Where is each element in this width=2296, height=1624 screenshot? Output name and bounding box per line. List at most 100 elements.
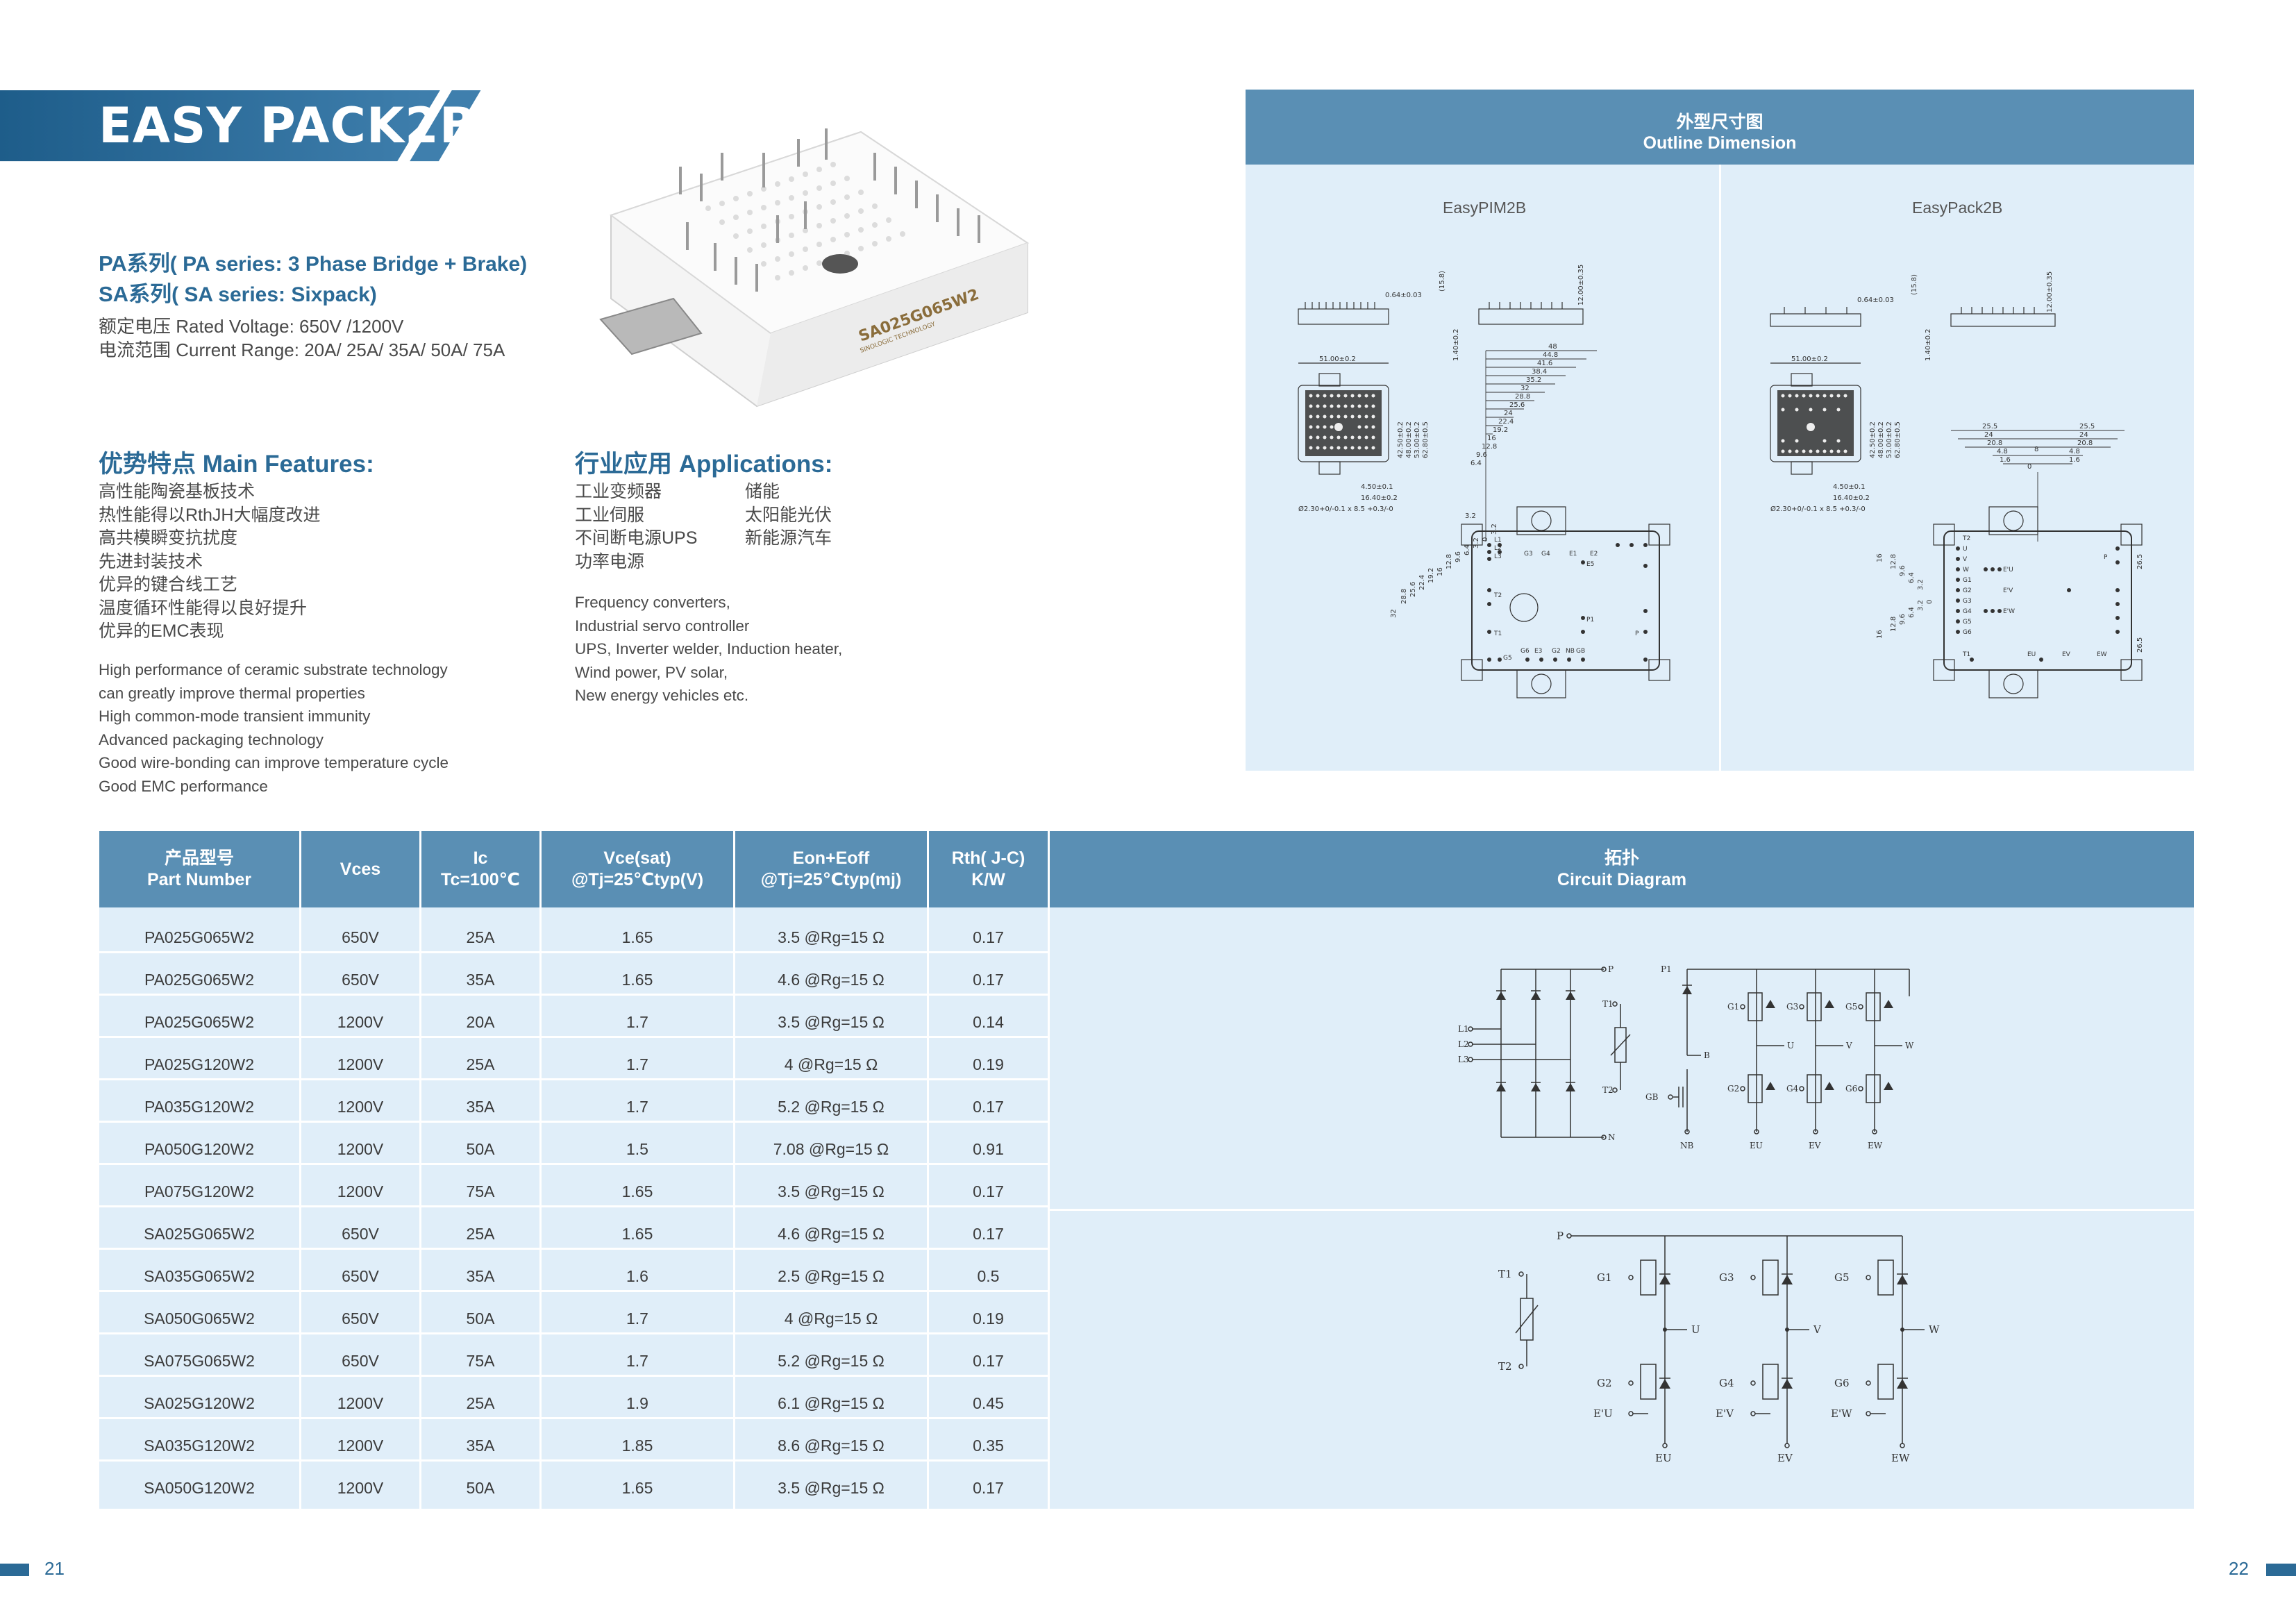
pin-label: T2 [1962, 535, 1970, 542]
pin-label: U [1963, 546, 1968, 553]
cell-vcesat: 1.7 [626, 1013, 648, 1031]
dim-label: 3.2 [1917, 600, 1925, 611]
applications-en-list: Frequency converters, Industrial servo c… [575, 591, 842, 708]
cell-rth: 0.5 [977, 1267, 1000, 1285]
dim-label: 41.6 [1537, 360, 1552, 367]
circuit-diagram-sa: P T1 T2 G1 G2 G3 G4 G5 G6 U V W E'U E'V … [1498, 1230, 1940, 1464]
application-cn: 工业伺服 [575, 505, 645, 525]
circuit-label: EU [1750, 1141, 1763, 1150]
pin-label: L1 [1494, 537, 1502, 544]
title-banner [0, 90, 481, 162]
cell-ic: 25A [466, 1225, 495, 1243]
circuit-diagram-pa: P P1 N L1 L2 L3 T1 T2 B GB NB G1 G2 G3 G… [1458, 964, 1914, 1150]
dim-label: 4.8 [2069, 448, 2080, 455]
table-divider [1048, 831, 1050, 1509]
application-cn: 功率电源 [575, 551, 645, 571]
dim-label: 9.6 [1476, 451, 1487, 459]
cell-eon-eoff: 2.5 @Rg=15 Ω [778, 1267, 885, 1285]
cell-vcesat: 1.7 [626, 1098, 648, 1116]
pin-label: G2 [1552, 648, 1561, 655]
dim-label: 16 [1436, 567, 1444, 576]
cell-part: SA075G065W2 [144, 1352, 255, 1370]
cell-eon-eoff: 4.6 @Rg=15 Ω [778, 971, 885, 989]
pin-label: G4 [1963, 608, 1972, 615]
dim-label: 42.50±0.2 [1869, 421, 1877, 458]
feature-cn: 温度循环性能得以良好提升 [99, 598, 308, 618]
pin-label: P [2104, 554, 2108, 561]
cell-ic: 50A [466, 1479, 495, 1497]
feature-en: can greatly improve thermal properties [99, 684, 365, 702]
row-divider [99, 1375, 1049, 1377]
easypim2b-drawing: 0.64±0.03 (15.8) 12.00±0.35 1.40±0.2 51.… [1298, 265, 1670, 698]
dim-label: 3.2 [1465, 512, 1476, 520]
dim-label: 9.6 [1455, 551, 1462, 562]
circuit-label: G6 [1845, 1084, 1857, 1094]
cell-ic: 25A [466, 1055, 495, 1073]
cell-eon-eoff: 8.6 @Rg=15 Ω [778, 1437, 885, 1455]
pin-label: G3 [1524, 551, 1533, 558]
application-cn: 工业变频器 [575, 482, 662, 501]
cell-rth: 0.17 [973, 1098, 1004, 1116]
pin-label: G6 [1963, 629, 1972, 636]
page-title: EASY PACK2B [99, 97, 478, 154]
dim-label: 9.6 [1899, 614, 1907, 625]
application-en: Wind power, PV solar, [575, 663, 728, 681]
dim-label: 3.2 [1491, 524, 1498, 535]
circuit-label: L3 [1458, 1055, 1469, 1064]
circuit-label: T1 [1602, 999, 1614, 1009]
col-header-cn: 拓扑 [1604, 848, 1639, 868]
cell-ic: 35A [466, 1098, 495, 1116]
circuit-label: T2 [1602, 1085, 1614, 1095]
pin-label: E5 [1586, 561, 1594, 568]
circuit-label: P1 [1661, 964, 1672, 974]
circuit-label: G5 [1834, 1271, 1850, 1284]
dim-label: (15.8) [1911, 274, 1918, 295]
cell-eon-eoff: 3.5 @Rg=15 Ω [778, 1013, 885, 1031]
dim-label: 0 [2027, 463, 2031, 471]
application-en: Industrial servo controller [575, 617, 750, 635]
cell-rth: 0.17 [973, 928, 1004, 946]
outline-title-en: Outline Dimension [1643, 133, 1797, 153]
pin-label: T1 [1962, 651, 1970, 658]
dim-label: 6.4 [1908, 572, 1916, 583]
features-title: 优势特点 Main Features: [99, 451, 374, 478]
cell-part: SA035G120W2 [144, 1437, 255, 1455]
dim-label: 0.64±0.03 [1857, 296, 1894, 304]
table-row: PA025G120W2 1200V 25A 1.7 4 @Rg=15 Ω 0.1… [99, 1044, 1049, 1086]
row-divider [99, 1121, 1049, 1123]
dim-label: 1.6 [2000, 456, 2011, 464]
pin-label: W [1963, 567, 1969, 574]
dim-label: 62.80±0.5 [1422, 421, 1430, 458]
dim-label: 24 [1504, 410, 1513, 417]
table-row: SA035G120W2 1200V 35A 1.85 8.6 @Rg=15 Ω … [99, 1425, 1049, 1467]
table-divider [539, 831, 542, 1509]
cell-part: PA025G065W2 [144, 971, 255, 989]
rated-voltage: 额定电压 Rated Voltage: 650V /1200V [99, 316, 404, 337]
cell-eon-eoff: 4 @Rg=15 Ω [784, 1055, 878, 1073]
cell-eon-eoff: 7.08 @Rg=15 Ω [773, 1140, 889, 1158]
pin-label: E3 [1534, 648, 1542, 655]
dim-label: 3.2 [1473, 537, 1480, 549]
circuit-label: G2 [1727, 1084, 1739, 1094]
table-divider [927, 831, 929, 1509]
current-range: 电流范围 Current Range: 20A/ 25A/ 35A/ 50A/ … [99, 340, 505, 360]
circuit-divider [1050, 1209, 2194, 1211]
dim-label: 12.00±0.35 [2046, 271, 2054, 312]
dim-label: 3.2 [1917, 579, 1925, 590]
cell-vcesat: 1.65 [621, 1225, 653, 1243]
dim-label: Ø2.30+0/-0.1 x 8.5 +0.3/-0 [1298, 505, 1393, 513]
cell-eon-eoff: 3.5 @Rg=15 Ω [778, 1182, 885, 1200]
dim-label: 6.4 [1464, 544, 1471, 555]
cell-ic: 35A [466, 1437, 495, 1455]
table-row: PA035G120W2 1200V 35A 1.7 5.2 @Rg=15 Ω 0… [99, 1086, 1049, 1128]
application-en: Frequency converters, [575, 594, 730, 611]
dim-label: 53.00±0.2 [1414, 421, 1421, 458]
row-divider [99, 1248, 1049, 1250]
cell-vces: 1200V [337, 1013, 384, 1031]
dim-label: 42.50±0.2 [1397, 421, 1405, 458]
dim-label: 1.6 [2069, 456, 2080, 464]
circuit-label: L2 [1458, 1039, 1469, 1049]
feature-en: Advanced packaging technology [99, 730, 324, 748]
dim-label: 32 [1520, 385, 1530, 392]
page-number-left: 21 [44, 1558, 65, 1579]
